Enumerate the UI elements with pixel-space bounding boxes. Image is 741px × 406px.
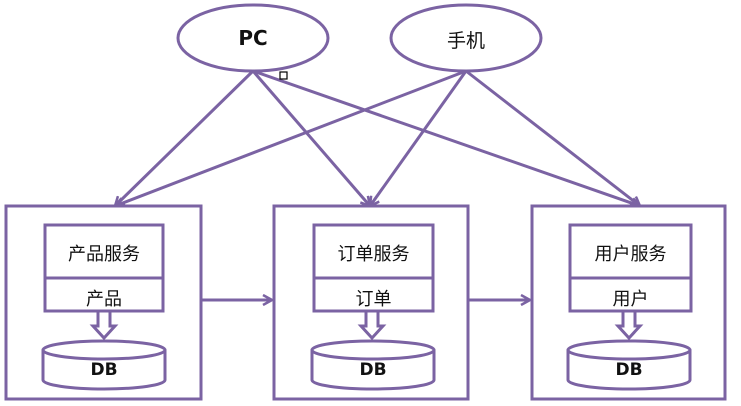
down-arrow-icon (614, 311, 644, 341)
down-arrow-icon (357, 311, 387, 341)
edge-mobile-order (370, 70, 468, 206)
database-cylinder-order (310, 339, 436, 391)
down-arrow-icon (89, 311, 119, 341)
edge-pc-user (252, 69, 640, 206)
service-title-user: 用户服务 (594, 244, 667, 265)
edge-mobile-product (115, 69, 467, 206)
db-label-order: DB (359, 360, 387, 380)
db-label-product: DB (90, 360, 118, 380)
selection-handle[interactable] (279, 71, 288, 80)
edge-pc-product (115, 69, 255, 206)
client-label-mobile: 手机 (446, 30, 485, 52)
edge-mobile-user (465, 69, 640, 206)
service-title-order: 订单服务 (337, 244, 410, 265)
database-cylinder-user (566, 339, 692, 391)
service-box-order (312, 223, 435, 313)
client-label-pc: PC (238, 26, 268, 50)
db-label-user: DB (615, 360, 643, 380)
edge-pc-order (251, 70, 370, 206)
service-module-product: 产品 (86, 289, 122, 310)
service-box-product (43, 223, 165, 313)
database-cylinder-product (41, 339, 167, 391)
service-title-product: 产品服务 (68, 244, 140, 265)
service-module-order: 订单 (355, 289, 392, 310)
service-module-user: 用户 (612, 289, 649, 310)
service-box-user (568, 223, 693, 313)
